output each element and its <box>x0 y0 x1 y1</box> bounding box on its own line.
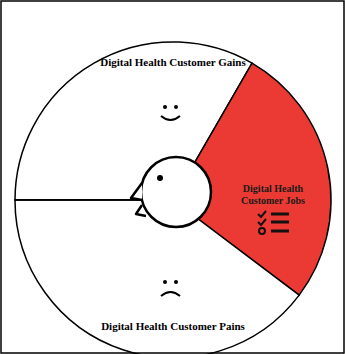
checklist-icon <box>258 211 289 234</box>
face-icon <box>131 157 211 227</box>
segment-label: Digital Health Customer Jobs <box>237 183 309 206</box>
divider-line <box>15 199 140 201</box>
frown-icon <box>161 280 180 296</box>
segment-label: Digital Health Customer Gains <box>73 56 273 69</box>
smile-icon <box>161 105 180 120</box>
segment-shape <box>15 200 299 354</box>
segment-label: Digital Health Customer Pains <box>73 320 273 333</box>
